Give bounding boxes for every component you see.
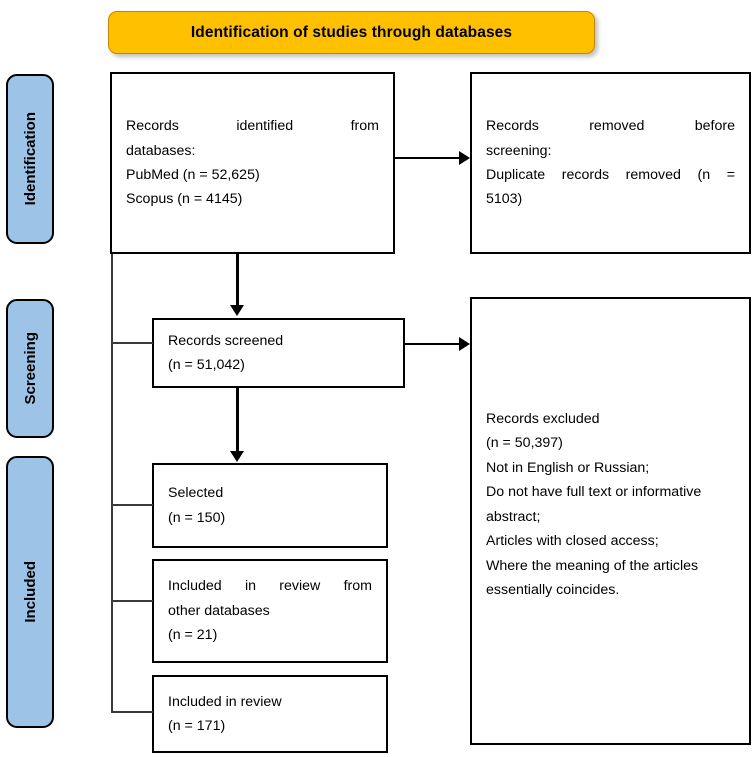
box-records-excluded-line1: Records excluded <box>486 411 600 427</box>
stage-label-identification: Identification <box>6 74 54 244</box>
box-records-identified-line4: Scopus (n = 4145) <box>126 191 243 208</box>
connector-screened-to-excluded <box>405 343 463 345</box>
box-records-screened: Records screened (n = 51,042) <box>152 318 405 388</box>
box-records-excluded-line2: (n = 50,397) <box>486 435 563 452</box>
box-records-excluded-line6: Articles with closed access; <box>486 533 659 550</box>
box-selected: Selected (n = 150) <box>152 463 388 548</box>
box-records-removed-line3: Duplicate records removed (n = <box>486 167 735 183</box>
box-records-screened-line1: Records screened <box>168 332 284 349</box>
arrowhead-identified-to-screened <box>230 305 244 316</box>
box-included-other-databases: Included in review from other databases … <box>152 559 388 663</box>
box-records-identified-line3: PubMed (n = 52,625) <box>126 167 260 183</box>
box-records-removed: Records removed before screening: Duplic… <box>470 72 751 254</box>
box-records-identified: Records identified from databases: PubMe… <box>110 72 395 254</box>
stage-label-screening: Screening <box>6 299 54 438</box>
arrowhead-identified-to-removed <box>459 151 470 165</box>
stage-label-screening-text: Screening <box>21 332 39 405</box>
stage-label-included: Included <box>6 456 54 728</box>
connector-identified-to-removed <box>395 157 463 159</box>
box-selected-line2: (n = 150) <box>168 509 226 526</box>
box-included-other-databases-line2: other databases <box>168 602 270 619</box>
box-included-other-databases-line1: Included in review from <box>168 578 372 595</box>
connector-spine-stub-included <box>111 711 153 713</box>
arrowhead-screened-to-selected <box>230 451 244 462</box>
box-selected-line1: Selected <box>168 485 224 502</box>
box-records-screened-line2: (n = 51,042) <box>168 357 245 373</box>
box-included-in-review-line2: (n = 171) <box>168 718 226 734</box>
connector-screened-to-selected <box>236 388 239 452</box>
box-records-identified-line1: Records identified from <box>126 118 379 135</box>
connector-identified-to-screened <box>236 254 239 306</box>
box-included-in-review-line1: Included in review <box>168 693 282 710</box>
connector-spine-stub-other-databases <box>111 600 153 602</box>
arrowhead-screened-to-excluded <box>459 337 470 351</box>
diagram-title: Identification of studies through databa… <box>190 23 513 41</box>
box-records-excluded: Records excluded (n = 50,397) Not in Eng… <box>470 297 751 745</box>
box-records-identified-line2: databases: <box>126 142 196 159</box>
box-records-excluded-line3: Not in English or Russian; <box>486 459 650 476</box>
diagram-header-banner: Identification of studies through databa… <box>108 11 595 54</box>
box-records-excluded-line5: abstract; <box>486 508 541 525</box>
stage-label-identification-text: Identification <box>21 112 39 206</box>
box-included-other-databases-line3: (n = 21) <box>168 627 218 644</box>
connector-spine-stub-screened <box>111 342 153 344</box>
box-records-excluded-line7: Where the meaning of the articles <box>486 557 699 574</box>
connector-left-spine <box>111 254 113 712</box>
box-records-removed-line4: 5103) <box>486 191 523 208</box>
connector-spine-stub-selected <box>111 504 153 506</box>
stage-label-included-text: Included <box>21 561 39 623</box>
box-included-in-review: Included in review (n = 171) <box>152 675 388 753</box>
box-records-removed-line2: screening: <box>486 142 552 159</box>
box-records-excluded-line4: Do not have full text or informative <box>486 484 702 501</box>
box-records-excluded-line8: essentially coincides. <box>486 581 620 598</box>
box-records-removed-line1: Records removed before <box>486 118 735 135</box>
